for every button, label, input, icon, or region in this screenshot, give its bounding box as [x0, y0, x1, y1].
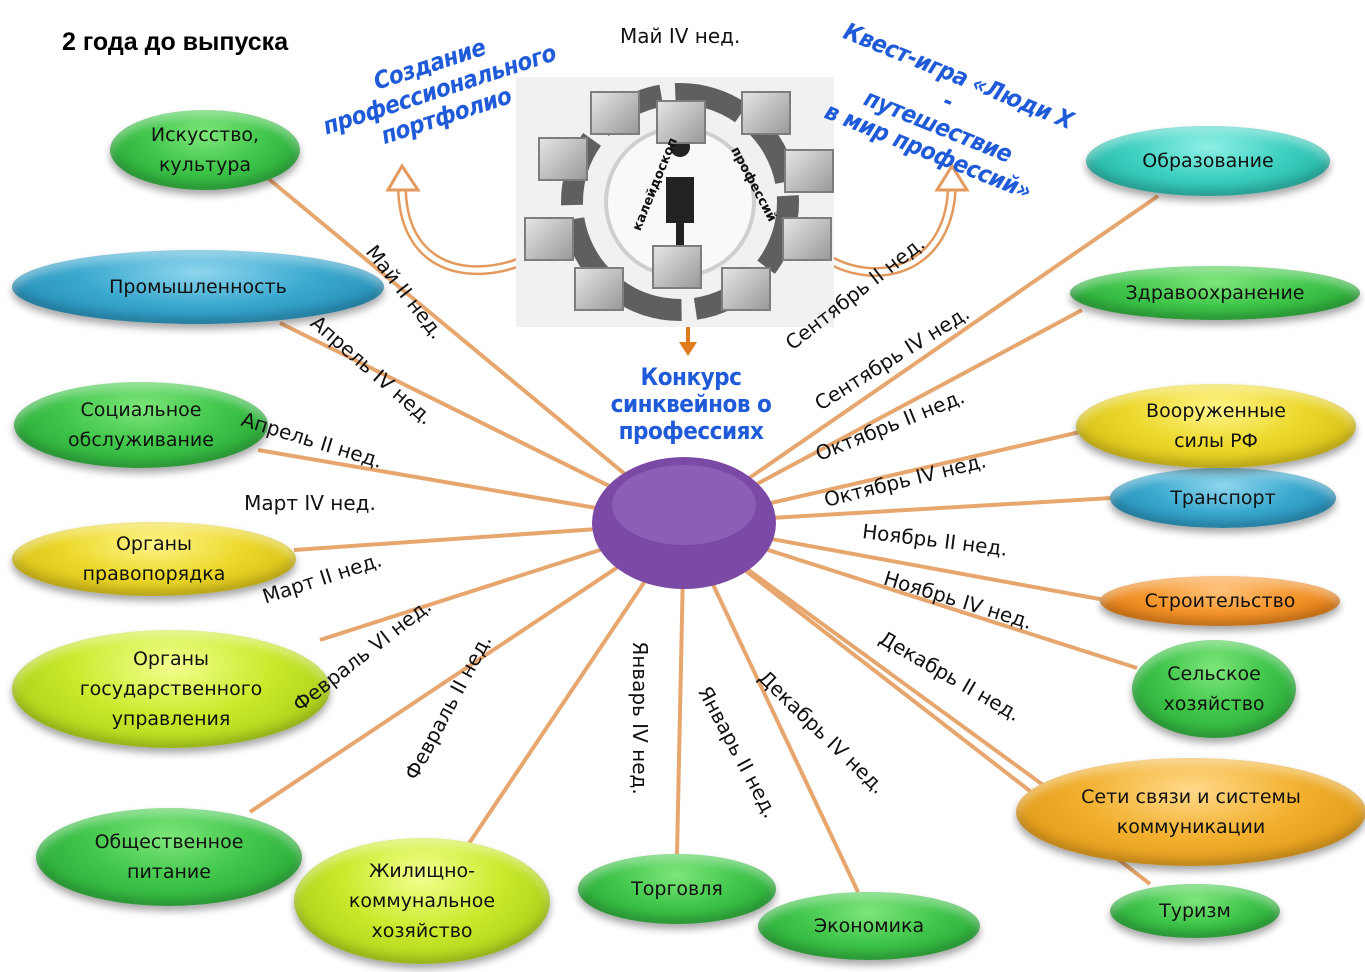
- branch-node: Торговля: [578, 854, 776, 924]
- down-arrow-head: [679, 342, 697, 356]
- branch-node: Жилищно- коммунальное хозяйство: [294, 838, 550, 964]
- branch-node: Органы государственного управления: [12, 630, 330, 748]
- photo-office-icon: [538, 137, 588, 181]
- left-arrow-head: [385, 163, 421, 192]
- branch-node: Строительство: [1100, 576, 1340, 626]
- photo-athlete-icon: [721, 267, 771, 311]
- photo-builder-icon: [574, 267, 624, 311]
- heading: 2 года до выпуска: [62, 28, 289, 56]
- photo-doctor-icon: [656, 100, 706, 144]
- branch-node: Транспорт: [1110, 468, 1336, 528]
- left-curved-arrow: [396, 177, 535, 276]
- branch-node: Органы правопорядка: [12, 522, 296, 596]
- branch-node: Экономика: [758, 892, 980, 960]
- branch-node: Здравоохранение: [1070, 266, 1360, 320]
- top-week-label: Май IV нед.: [620, 24, 741, 48]
- branch-node: Социальное обслуживание: [14, 382, 268, 468]
- right-arrow-head: [934, 163, 970, 192]
- central-hub: [592, 457, 776, 589]
- kaleidoscope-image: калейдоскоп профессий: [516, 77, 834, 327]
- photo-firefighter-icon: [784, 149, 834, 193]
- branch-node: Сельское хозяйство: [1132, 640, 1296, 738]
- branch-node: Туризм: [1110, 884, 1280, 938]
- branch-node: Образование: [1086, 126, 1330, 196]
- branch-node: Общественное питание: [36, 808, 302, 906]
- person-silhouette: [666, 137, 694, 263]
- photo-chef-icon: [782, 217, 832, 261]
- connector-line: [248, 521, 686, 814]
- branch-node: Сети связи и системы коммуникации: [1016, 758, 1365, 866]
- photo-driver-icon: [741, 91, 791, 135]
- connector-line: [256, 168, 686, 525]
- week-label: Январь IV нед.: [628, 641, 652, 795]
- branch-node: Промышленность: [12, 250, 384, 324]
- connector-line: [682, 194, 1160, 525]
- photo-cook-icon: [590, 91, 640, 135]
- week-label: Март IV нед.: [244, 491, 376, 515]
- photo-nurse-icon: [524, 217, 574, 261]
- branch-node: Искусство, культура: [110, 110, 300, 190]
- photo-worker-icon: [652, 245, 702, 289]
- branch-node: Вооруженные силы РФ: [1076, 384, 1356, 468]
- syncwine-banner: Конкурс синквейнов о профессиях: [610, 363, 772, 445]
